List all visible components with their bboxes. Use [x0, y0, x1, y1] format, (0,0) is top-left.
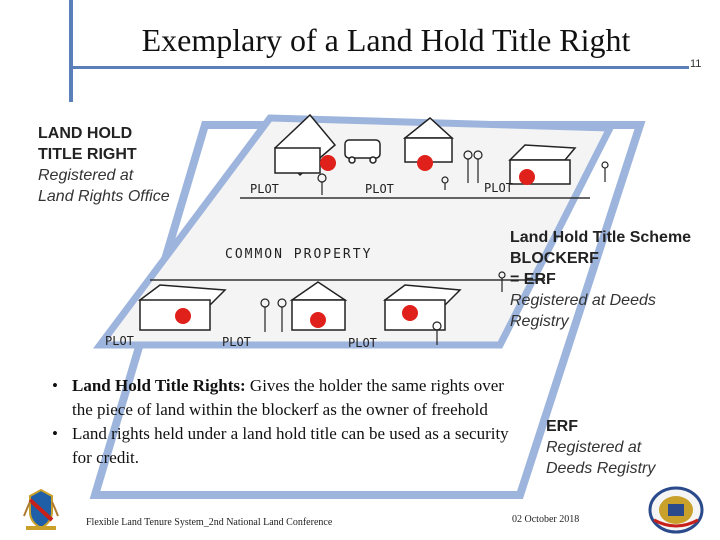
bullet-list: •Land Hold Title Rights: Gives the holde…: [52, 374, 512, 470]
house-sketch-4: [137, 284, 227, 331]
plot-label: PLOT: [365, 182, 394, 196]
title-horizontal-rule: [69, 66, 689, 69]
plot-marker: [320, 155, 336, 171]
bullet-item: •Land Hold Title Rights: Gives the holde…: [52, 376, 504, 419]
plot-label: PLOT: [222, 335, 251, 349]
bullet-item: •Land rights held under a land hold titl…: [52, 424, 509, 467]
plot-label: PLOT: [348, 336, 377, 350]
plot-marker: [519, 169, 535, 185]
slide-title: Exemplary of a Land Hold Title Right: [141, 22, 631, 58]
erf-label: ERF Registered at Deeds Registry: [546, 418, 656, 477]
land-hold-title-right-label: LAND HOLD TITLE RIGHT Registered at Land…: [38, 125, 170, 205]
title-vertical-rule: [69, 0, 73, 102]
plot-label: PLOT: [250, 182, 279, 196]
house-sketch-1: [273, 113, 337, 177]
plot-label: PLOT: [105, 334, 134, 348]
slide-number: 11: [690, 58, 702, 70]
footer-date: 02 October 2018: [512, 514, 580, 525]
plot-marker: [175, 308, 191, 324]
blockerf-boundary: [93, 114, 616, 349]
land-diagram: COMMON PROPERTY PLOT PLOT PLOT PLOT PLOT…: [89, 113, 646, 499]
footer-conference-text: Flexible Land Tenure System_2nd National…: [86, 517, 333, 528]
plot-label: PLOT: [484, 181, 513, 195]
car-sketch: [344, 139, 381, 164]
common-property-label: COMMON PROPERTY: [225, 247, 372, 262]
people-sketches: [260, 150, 609, 345]
plot-marker: [417, 155, 433, 171]
conference-logo: [648, 486, 704, 534]
house-sketch-3: [508, 144, 577, 185]
land-hold-title-scheme-label: Land Hold Title Scheme BLOCKERF = ERF Re…: [510, 229, 692, 330]
plot-marker: [310, 312, 326, 328]
plot-marker: [402, 305, 418, 321]
coat-of-arms-logo: [23, 488, 59, 530]
